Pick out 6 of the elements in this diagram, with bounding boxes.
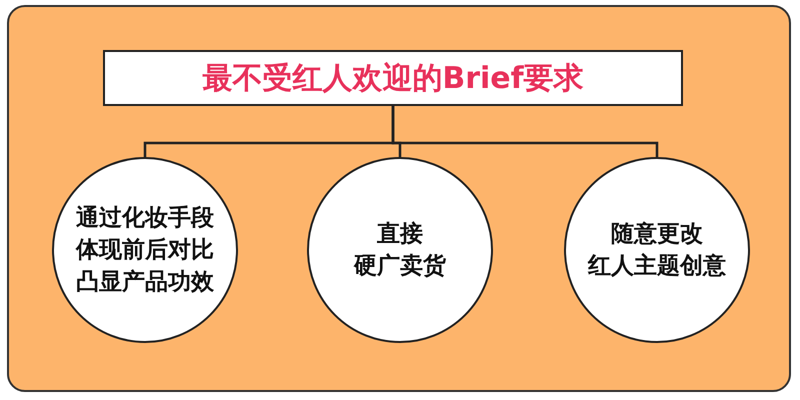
title-text: 最不受红人欢迎的Brief要求 — [202, 60, 584, 98]
node-text: 随意更改红人主题创意 — [588, 220, 726, 281]
title-box — [103, 50, 683, 106]
connector-line — [392, 106, 658, 157]
node-text: 直接硬广卖货 — [354, 220, 446, 281]
node-text: 通过化妆手段体现前后对比凸显产品功效 — [76, 204, 214, 298]
